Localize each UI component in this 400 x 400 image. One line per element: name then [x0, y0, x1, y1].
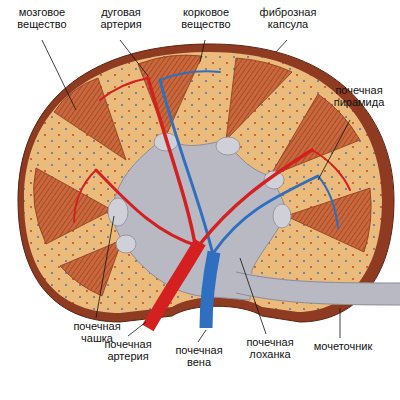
part-label: корковое вещество [166, 6, 246, 30]
leader-lines [42, 40, 350, 342]
part-label: фиброзная капсула [248, 6, 328, 30]
ureter-edge [236, 272, 400, 283]
ureter-edge [236, 293, 400, 305]
calyces [108, 133, 291, 253]
renal-vein [160, 71, 338, 328]
part-label: мочеточник [310, 340, 376, 352]
ureter [236, 282, 400, 294]
renal-cortex [24, 52, 382, 313]
part-label: почечная лоханка [234, 336, 306, 360]
part-label: почечная вена [166, 344, 232, 368]
renal-artery [74, 78, 350, 328]
part-label: мозговое вещество [4, 6, 80, 30]
part-label: почечная артерия [92, 338, 164, 362]
part-label: почечная пирамида [320, 84, 398, 108]
renal-pelvis [112, 136, 286, 300]
part-label: дуговая артерия [84, 6, 158, 30]
